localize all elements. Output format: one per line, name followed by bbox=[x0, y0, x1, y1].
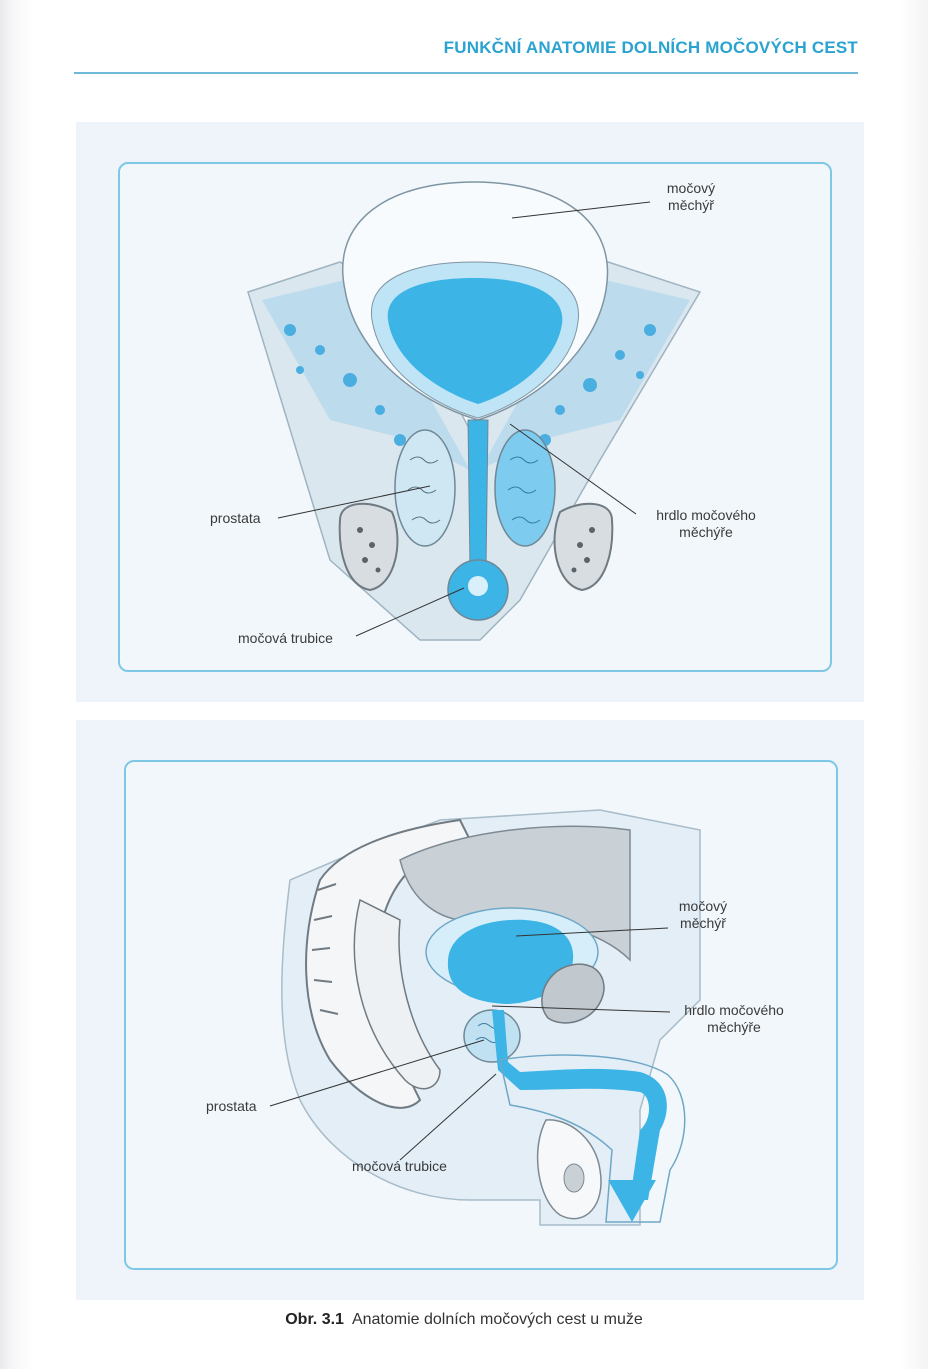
figure-caption: Obr. 3.1 Anatomie dolních močových cest u… bbox=[0, 1311, 928, 1329]
caption-number: Obr. 3.1 bbox=[285, 1311, 344, 1328]
label-bottom-bladder-neck: hrdlo močového měchýře bbox=[664, 1002, 804, 1036]
caption-text: Anatomie dolních močových cest u muže bbox=[352, 1311, 643, 1328]
label-bottom-prostate: prostata bbox=[206, 1098, 257, 1115]
label-bottom-bladder: močový měchýř bbox=[648, 898, 758, 932]
prostate-side bbox=[464, 1010, 520, 1062]
testis bbox=[564, 1164, 584, 1192]
label-bottom-urethra: močová trubice bbox=[352, 1158, 447, 1175]
